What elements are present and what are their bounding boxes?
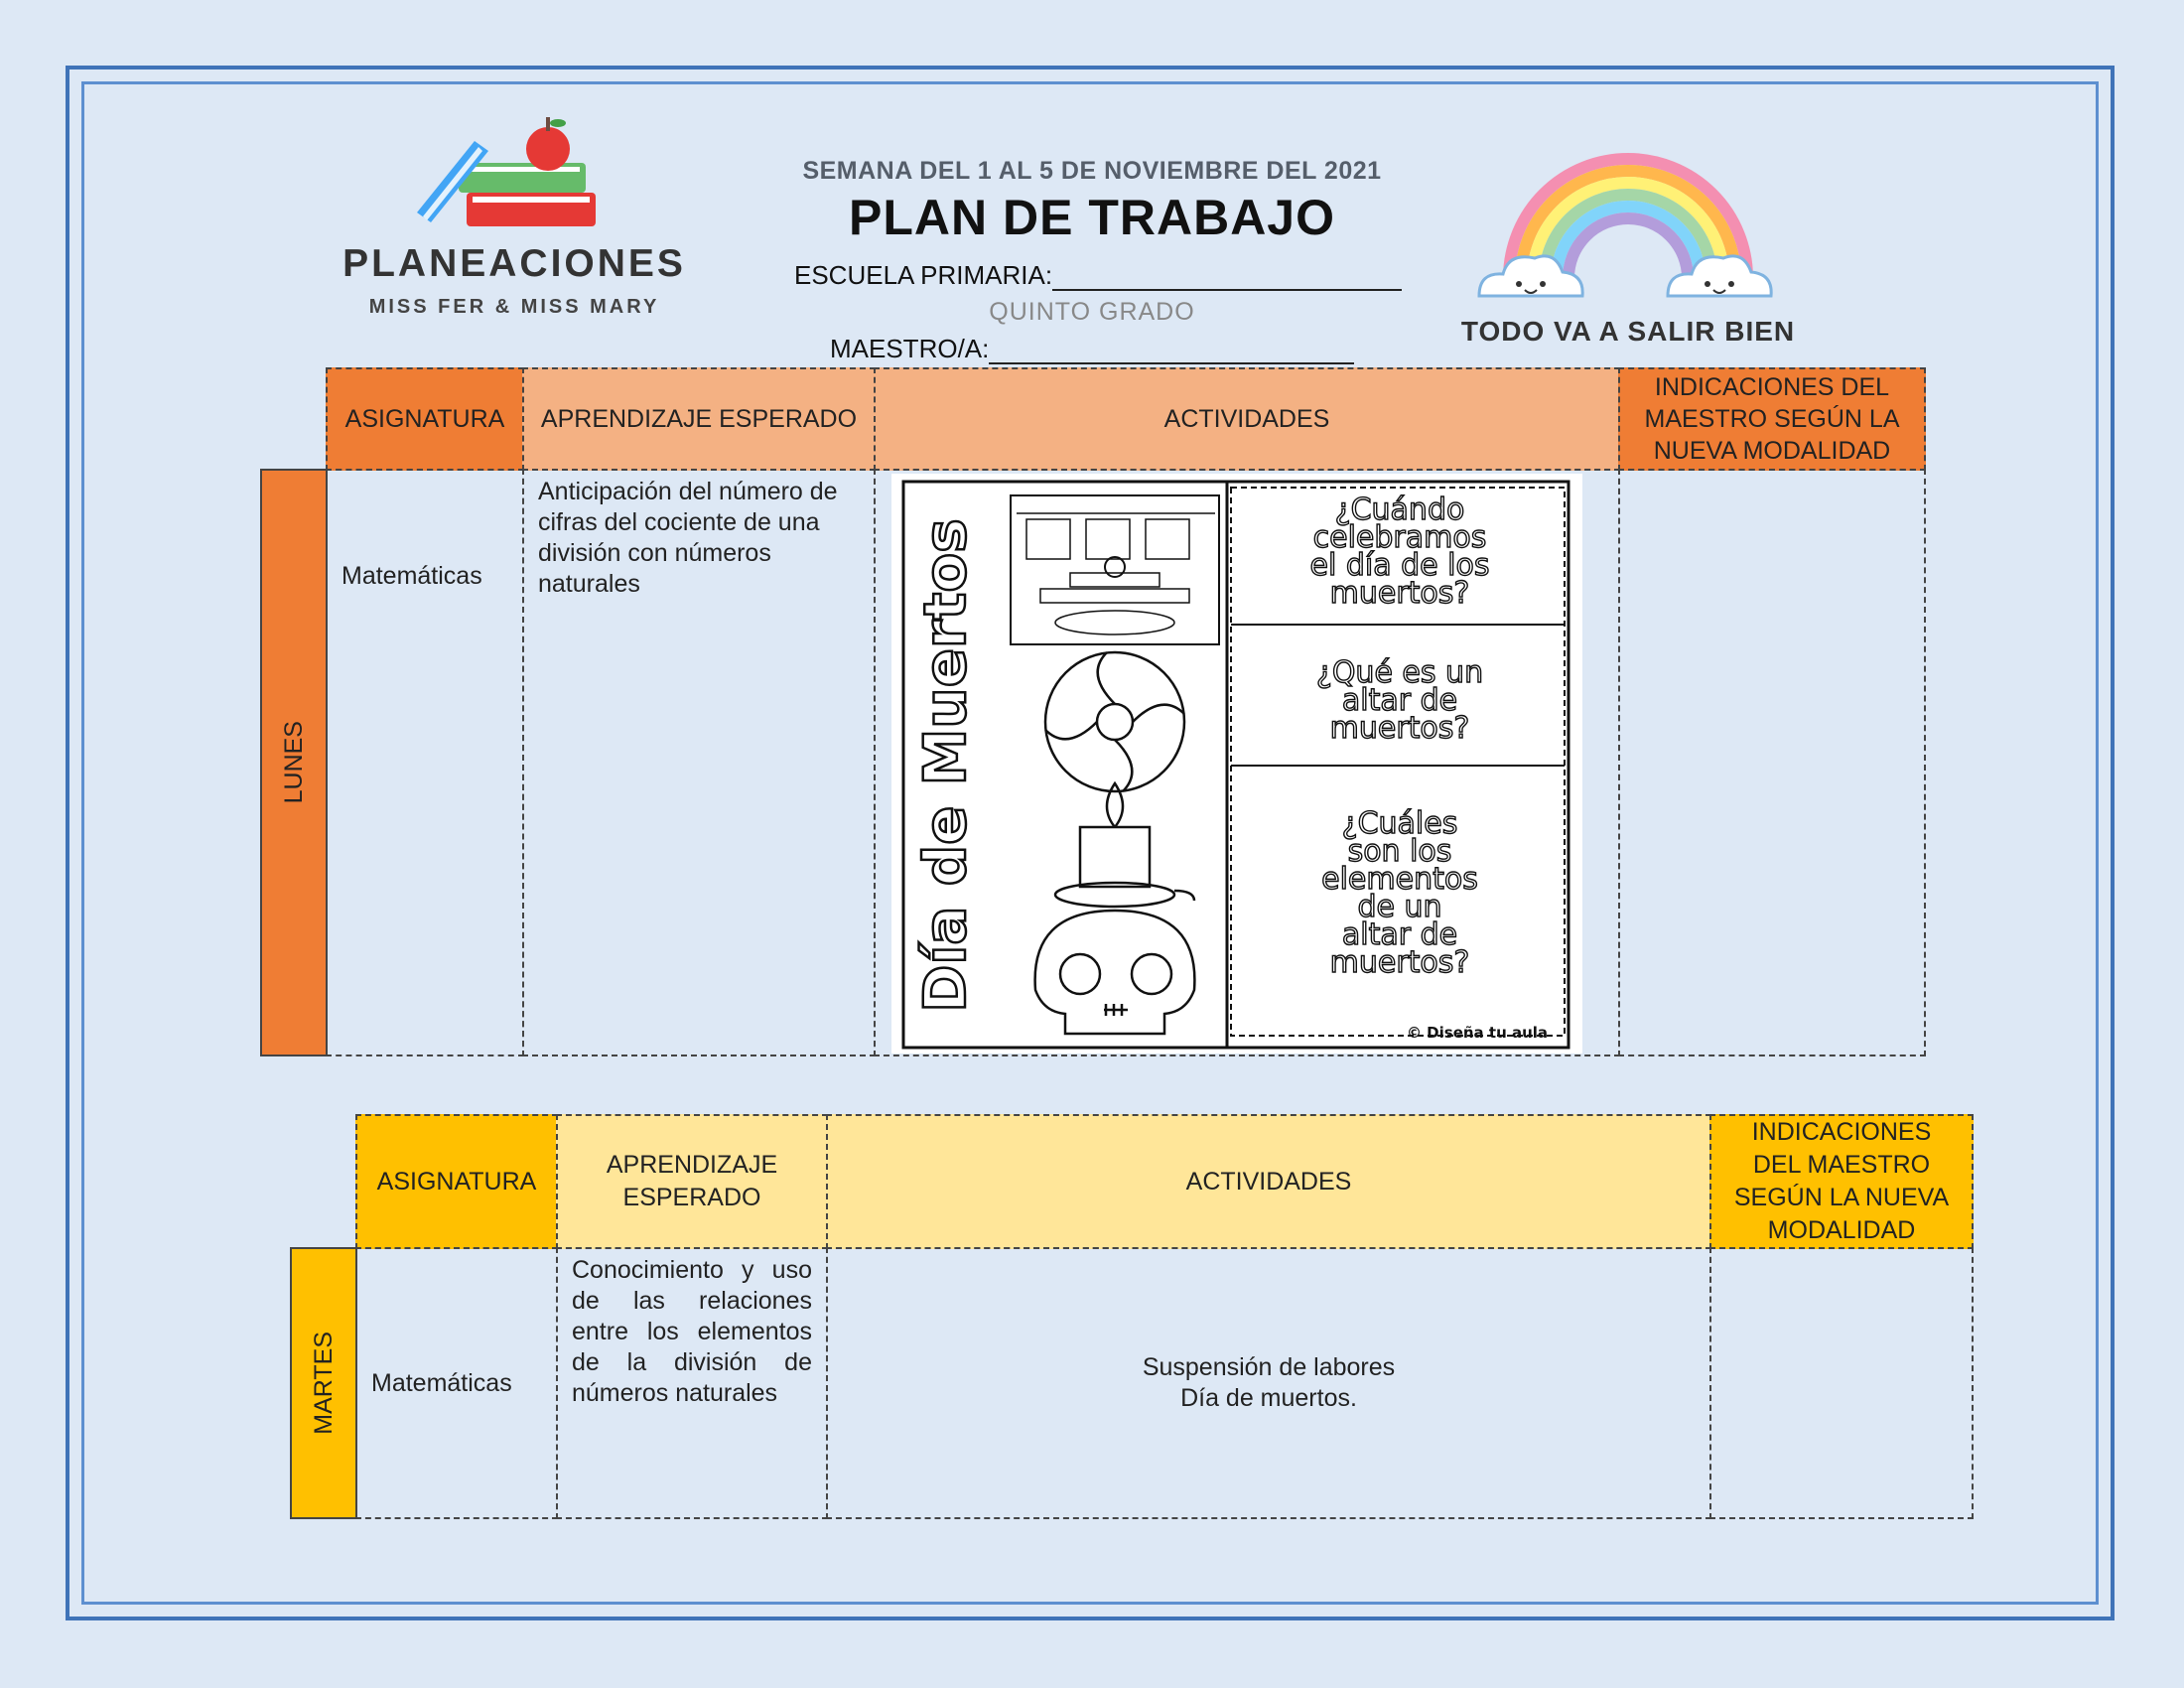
tuesday-learning-cell: Conocimiento y uso de las relaciones ent…	[556, 1247, 828, 1519]
tuesday-notes-cell[interactable]	[1709, 1247, 1974, 1519]
tuesday-activity-line2: Día de muertos.	[1180, 1384, 1357, 1412]
teacher-field: MAESTRO/A:	[830, 334, 1355, 364]
tuesday-activity-line1: Suspensión de labores	[1142, 1353, 1396, 1381]
worksheet-question-2-line2: altar de	[1342, 683, 1457, 718]
school-line[interactable]	[1052, 261, 1403, 291]
worksheet-question-3-line5: altar de	[1342, 917, 1457, 952]
rainbow-icon	[1477, 153, 1773, 298]
monday-notes-cell[interactable]	[1618, 469, 1926, 1056]
worksheet-question-3-line4: de un	[1357, 890, 1441, 924]
worksheet-question-3-line2: son los	[1348, 834, 1452, 869]
monday-header-notes: INDICACIONES DEL MAESTRO SEGÚN LA NUEVA …	[1618, 367, 1926, 471]
tuesday-day-label: MARTES	[309, 1332, 338, 1435]
monday-day-cell: LUNES	[260, 469, 328, 1056]
tuesday-header-learning: APRENDIZAJE ESPERADO	[556, 1114, 828, 1249]
tuesday-day-cell: MARTES	[290, 1247, 357, 1519]
page-title: PLAN DE TRABAJO	[848, 190, 1336, 245]
teacher-line[interactable]	[989, 335, 1355, 364]
worksheet-question-2-line1: ¿Qué es un	[1316, 655, 1483, 690]
tuesday-header-activities: ACTIVIDADES	[826, 1114, 1711, 1249]
monday-learning-cell: Anticipación del número de cifras del co…	[522, 469, 876, 1056]
monday-header-subject: ASIGNATURA	[326, 367, 524, 471]
books-apple-logo-icon	[417, 117, 596, 226]
teacher-label: MAESTRO/A:	[830, 334, 990, 363]
worksheet-question-1-line2: celebramos	[1313, 520, 1487, 555]
monday-header-activities: ACTIVIDADES	[874, 367, 1620, 471]
rainbow-slogan: TODO VA A SALIR BIEN	[1460, 316, 1796, 347]
tuesday-header-subject: ASIGNATURA	[355, 1114, 558, 1249]
monday-header-learning: APRENDIZAJE ESPERADO	[522, 367, 876, 471]
worksheet-vertical-title: Día de Muertos	[911, 518, 979, 1012]
school-label: ESCUELA PRIMARIA:	[794, 260, 1053, 290]
monday-day-label: LUNES	[279, 721, 308, 804]
inner-frame	[81, 81, 2099, 1605]
worksheet-question-3-line1: ¿Cuáles	[1342, 806, 1458, 841]
outer-frame	[66, 66, 2115, 1620]
worksheet-question-3-line3: elementos	[1321, 862, 1478, 897]
tuesday-header-notes: INDICACIONES DEL MAESTRO SEGÚN LA NUEVA …	[1709, 1114, 1974, 1249]
tuesday-activities-cell: Suspensión de labores Día de muertos.	[826, 1247, 1711, 1519]
logo-subtitle: MISS FER & MISS MARY	[368, 296, 660, 318]
worksheet-question-1-line4: muertos?	[1330, 576, 1470, 611]
worksheet-question-2-line3: muertos?	[1330, 711, 1470, 746]
grade-label: QUINTO GRADO	[989, 298, 1195, 326]
week-label: SEMANA DEL 1 AL 5 DE NOVIEMBRE DEL 2021	[802, 157, 1382, 185]
dia-de-muertos-worksheet-image: Día de Muertos ¿Cuándo celebramos el día…	[891, 474, 1582, 1054]
worksheet-question-1-line1: ¿Cuándo	[1335, 492, 1465, 527]
tuesday-subject-cell: Matemáticas	[355, 1247, 558, 1519]
worksheet-credit: © Diseña tu aula	[1407, 1024, 1548, 1042]
monday-subject-cell: Matemáticas	[326, 469, 524, 1056]
worksheet-question-3-line6: muertos?	[1330, 945, 1470, 980]
logo-title: PLANEACIONES	[342, 242, 686, 285]
worksheet-question-1-line3: el día de los	[1310, 548, 1490, 583]
school-field: ESCUELA PRIMARIA:	[794, 260, 1403, 291]
